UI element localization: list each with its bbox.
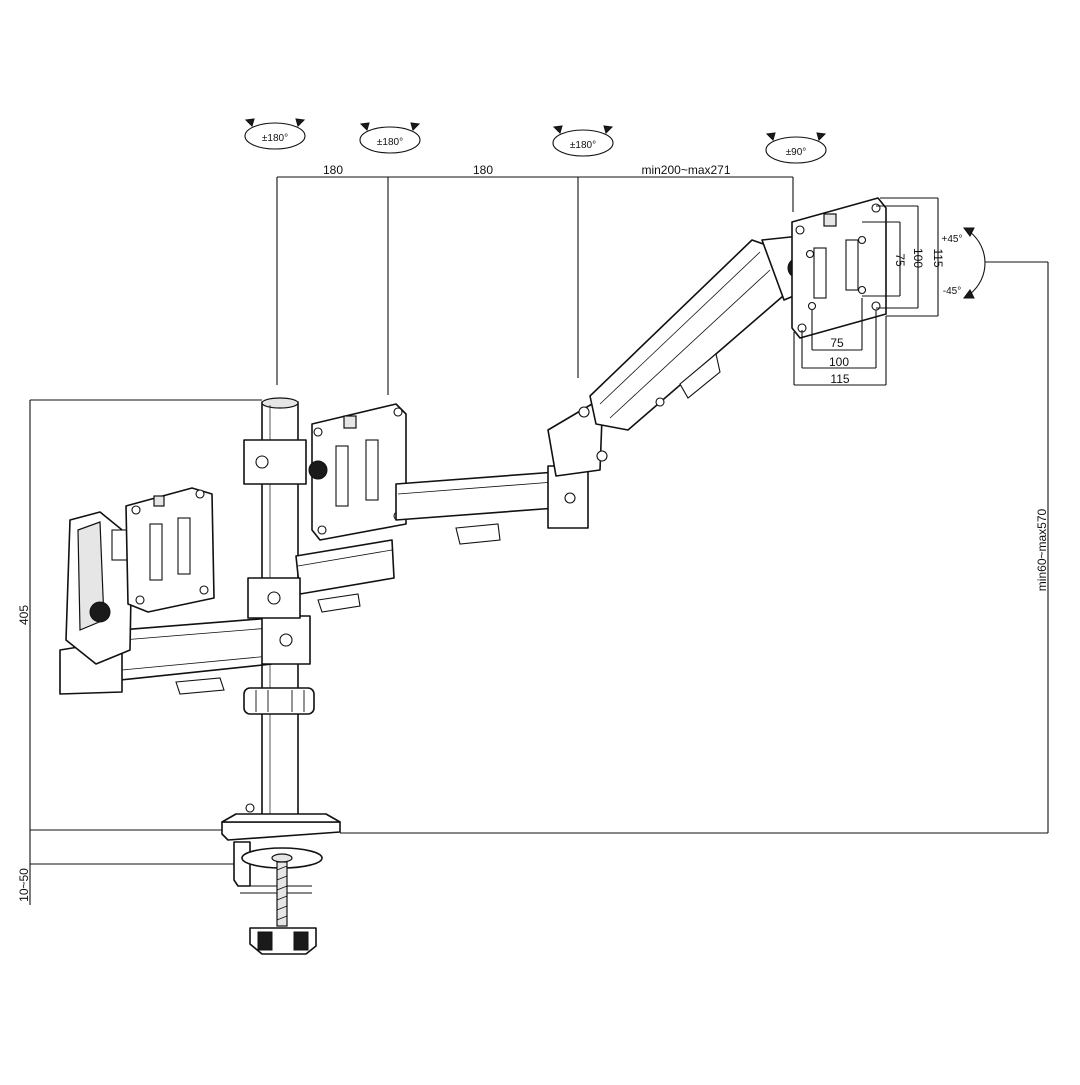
tilt-label-up: +45°	[942, 234, 963, 245]
rotation-label-pole: ±180°	[262, 133, 288, 144]
vesa-horizontal-dimensions: 75 100 115	[793, 298, 887, 386]
right-height-dimension: min60~max570	[340, 261, 1049, 834]
rotation-label-joint-1: ±180°	[377, 137, 403, 148]
pole-top-bracket	[243, 439, 307, 485]
right-gas-spring-arm	[589, 239, 791, 431]
dim-vesa-h-75: 75	[830, 336, 844, 350]
middle-lower-arm	[247, 539, 395, 619]
dim-vesa-h-100: 100	[829, 355, 849, 369]
tilt-indicator: +45° -45°	[942, 227, 986, 299]
top-dimension-line: 180 180 min200~max271	[276, 163, 794, 395]
tilt-label-down: -45°	[943, 286, 961, 297]
dim-vesa-v-75: 75	[893, 253, 907, 267]
dim-arm-extension: min200~max271	[641, 163, 730, 177]
left-arm	[59, 615, 311, 695]
dim-vesa-v-115: 115	[931, 248, 945, 267]
left-dimension-lines: 405 10~50	[17, 399, 262, 905]
rotation-label-vesa-plate: ±90°	[786, 147, 807, 158]
middle-vesa-plate	[308, 403, 407, 541]
rotation-icon-joint-2: ±180°	[552, 125, 614, 157]
right-vesa-plate	[791, 197, 887, 339]
dim-arm-segment-1: 180	[323, 163, 343, 177]
rotation-label-joint-2: ±180°	[570, 140, 596, 151]
pole-collar	[243, 687, 315, 715]
dim-pole-height: 405	[17, 605, 31, 625]
dim-vesa-h-115: 115	[830, 372, 849, 386]
dim-vesa-v-100: 100	[911, 248, 925, 268]
rotation-icon-vesa-plate: ±90°	[765, 132, 827, 164]
right-lower-arm	[395, 465, 589, 545]
desk-clamp	[221, 803, 341, 955]
rotation-icon-pole: ±180°	[244, 118, 306, 150]
left-vesa-plate	[125, 487, 215, 613]
dim-arm-segment-2: 180	[473, 163, 493, 177]
dim-clamp-range: 10~50	[17, 868, 31, 902]
rotation-icon-joint-1: ±180°	[359, 122, 421, 154]
right-arm-joint	[547, 403, 608, 477]
dim-height-range: min60~max570	[1035, 508, 1049, 591]
vesa-vertical-dimensions: 75 100 115	[862, 197, 945, 317]
